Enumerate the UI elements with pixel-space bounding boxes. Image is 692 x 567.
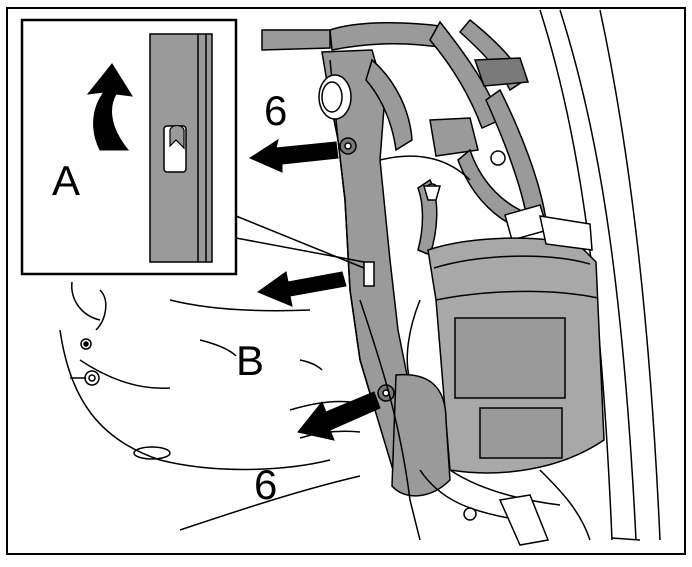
push-pins — [70, 338, 100, 386]
grommet — [318, 74, 352, 120]
bolt-heads — [339, 137, 506, 521]
removal-arrows — [248, 138, 381, 441]
arrow-top — [248, 138, 339, 173]
rotate-arrow-icon — [86, 63, 133, 151]
arrow-bottom — [297, 391, 381, 441]
label-6-bottom: 6 — [254, 461, 278, 508]
label-b: B — [236, 337, 265, 384]
lower-bracket — [391, 373, 591, 546]
detail-inset — [20, 18, 238, 276]
arrow-middle — [256, 271, 347, 307]
mounting-bracket — [321, 49, 471, 482]
label-6-top: 6 — [264, 87, 288, 134]
body-pillar — [539, 9, 661, 541]
control-module — [406, 215, 605, 474]
label-a: A — [52, 157, 81, 204]
floor-area — [59, 281, 411, 531]
callout-lines — [235, 215, 365, 269]
clip-slot — [363, 261, 375, 287]
